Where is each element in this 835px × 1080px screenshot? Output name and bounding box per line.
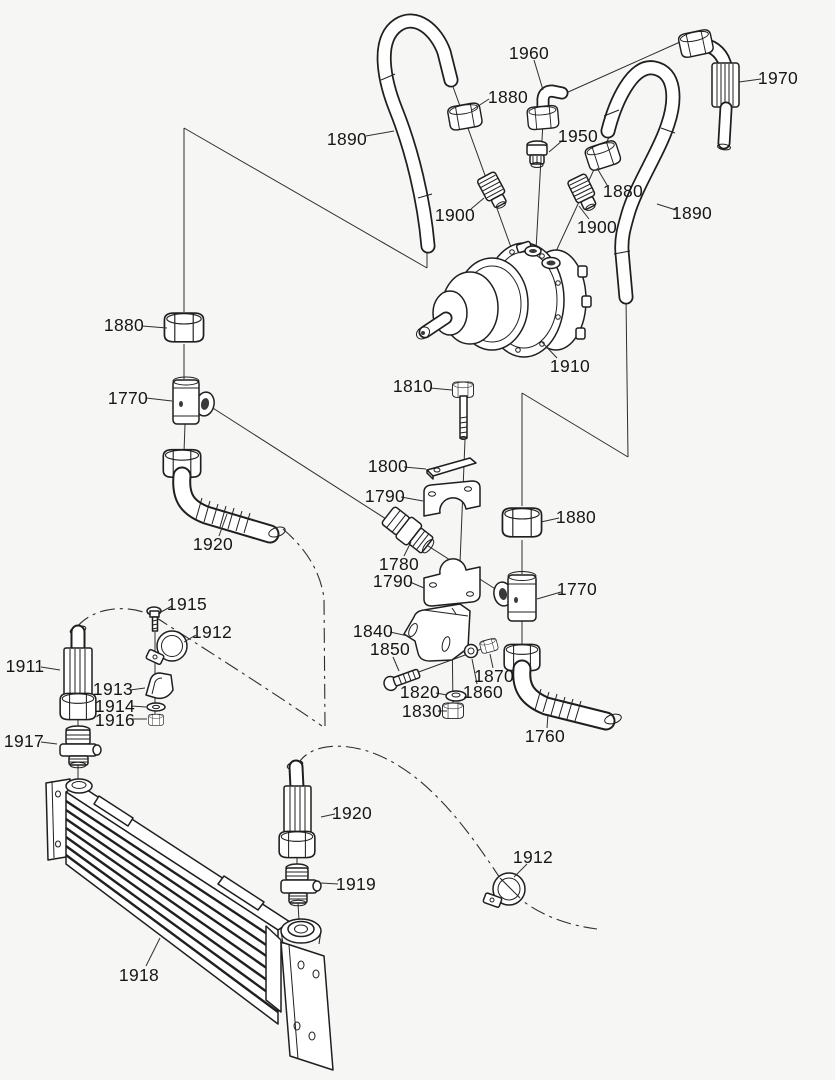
connector-1900-left xyxy=(475,170,512,213)
hose-routing-phantom-lines xyxy=(76,528,598,930)
hose-1920-bottom xyxy=(278,759,316,859)
construction-lines xyxy=(77,41,681,922)
part-label-1912-upper: 1912 xyxy=(192,622,232,642)
hose-1920-left xyxy=(162,448,286,544)
part-label-1760: 1760 xyxy=(525,726,565,746)
part-label-1960: 1960 xyxy=(509,43,549,63)
cooler-left-port xyxy=(65,778,93,794)
motor-shaft xyxy=(415,311,453,340)
part-label-1912-lower: 1912 xyxy=(513,847,553,867)
washer-1914 xyxy=(146,702,166,712)
part-label-1890-right: 1890 xyxy=(672,203,712,223)
screw-1915 xyxy=(146,606,162,632)
hose-1890-right xyxy=(600,60,681,305)
elbow-fitting-1960 xyxy=(526,84,569,131)
part-label-1920-bottom: 1920 xyxy=(332,803,372,823)
part-label-1910: 1910 xyxy=(550,356,590,376)
part-label-1860: 1860 xyxy=(463,682,503,702)
clamp-half-1790-lower xyxy=(423,558,481,607)
hose-1890-left xyxy=(376,13,459,254)
part-label-1918: 1918 xyxy=(119,965,159,985)
hydraulic-motor-1910 xyxy=(415,240,592,358)
part-label-1780: 1780 xyxy=(379,554,419,574)
cooler-right-port xyxy=(280,918,322,945)
part-label-1915: 1915 xyxy=(167,594,207,614)
lock-washer-1860 xyxy=(463,643,479,659)
part-label-1800: 1800 xyxy=(368,456,408,476)
tee-fitting-1770-right xyxy=(493,571,537,622)
nut-1870 xyxy=(478,637,500,655)
nut-1880-left xyxy=(163,312,205,343)
motor-top-ports xyxy=(515,240,561,270)
part-label-1911: 1911 xyxy=(6,656,45,676)
connector-1780 xyxy=(381,506,435,554)
part-label-1890-left: 1890 xyxy=(327,129,367,149)
part-label-1810: 1810 xyxy=(393,376,433,396)
washer-1820 xyxy=(445,690,467,702)
part-label-1830: 1830 xyxy=(402,701,442,721)
part-label-1840: 1840 xyxy=(353,621,393,641)
hose-1911 xyxy=(59,624,97,721)
part-label-1870: 1870 xyxy=(474,666,514,686)
fitting-1919 xyxy=(280,863,322,907)
part-label-1900-left: 1900 xyxy=(435,205,475,225)
plate-1800 xyxy=(426,457,477,480)
fitting-1917 xyxy=(59,725,102,769)
cooler-fins xyxy=(65,799,279,1013)
part-label-1880-top: 1880 xyxy=(488,87,528,107)
part-label-1850: 1850 xyxy=(370,639,410,659)
bracket-1840 xyxy=(403,603,471,662)
leader-lines xyxy=(40,59,762,967)
clamp-1912-lower xyxy=(482,872,526,908)
part-label-1820: 1820 xyxy=(400,682,440,702)
connector-1900-right xyxy=(566,172,602,215)
part-label-1900-right: 1900 xyxy=(577,217,617,237)
hose-1760 xyxy=(503,643,622,731)
part-label-1913: 1913 xyxy=(93,679,133,699)
part-label-1790-upper: 1790 xyxy=(365,486,405,506)
oil-cooler-1918 xyxy=(45,778,334,1071)
hose-1970 xyxy=(676,27,740,151)
part-label-1920-left: 1920 xyxy=(193,534,233,554)
part-label-1916: 1916 xyxy=(95,710,135,730)
nut-1916 xyxy=(148,713,164,726)
screw-1850 xyxy=(383,668,421,692)
part-label-1880-right: 1880 xyxy=(603,181,643,201)
part-label-1880-left: 1880 xyxy=(104,315,144,335)
part-labels: 1890 1960 1880 1950 1880 1890 1970 1900 … xyxy=(4,43,798,985)
bolt-1810 xyxy=(451,381,475,440)
part-label-1970: 1970 xyxy=(758,68,798,88)
clamp-1912-upper xyxy=(145,630,188,666)
part-label-1914: 1914 xyxy=(95,696,135,716)
nut-1880-mid-right xyxy=(501,507,543,538)
part-label-1770-left: 1770 xyxy=(108,388,148,408)
part-label-1917: 1917 xyxy=(4,731,44,751)
tee-fitting-1770-left xyxy=(172,376,215,425)
part-label-1919: 1919 xyxy=(336,874,376,894)
nipple-fitting-1950 xyxy=(526,140,548,168)
part-label-1770-right: 1770 xyxy=(557,579,597,599)
bracket-1913 xyxy=(145,672,174,700)
clamp-half-1790-upper xyxy=(423,480,481,517)
part-label-1950: 1950 xyxy=(558,126,598,146)
part-label-1790-lower: 1790 xyxy=(373,571,413,591)
part-label-1880-mid-right: 1880 xyxy=(556,507,596,527)
